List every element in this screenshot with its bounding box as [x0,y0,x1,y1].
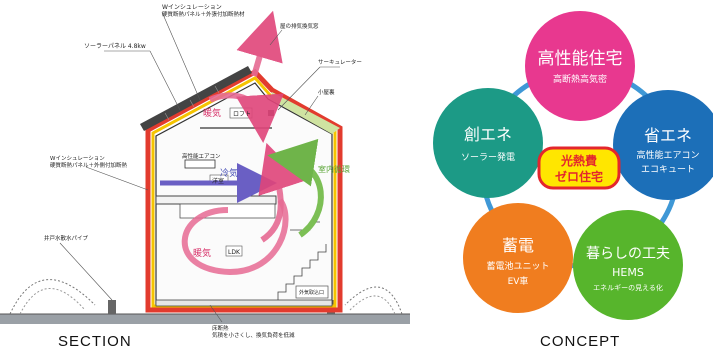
node-bottom-right-title: 暮らしの工夫 [586,246,670,262]
ground-floor-slab [155,299,333,307]
outdoor-intake-box [295,285,329,299]
air-conditioner-icon [184,159,216,169]
solar-panel-label: ソーラーパネル 4.8kw [84,43,146,50]
attic-roof [270,92,340,134]
node-top-circle [525,11,635,121]
node-bottom-right-sub1: HEMS [612,266,644,279]
section-annotations: Wインシュレーション 硬質断熱パネル＋外張付加断熱材 ソーラーパネル 4.8kw… [44,4,362,339]
node-left-title: 創エネ [464,125,512,144]
room-2f-label: 洋室 [212,177,224,185]
roof-exhaust-arrow [236,10,283,77]
node-bottom-left-circle [463,203,573,313]
node-bottom-right-sub2: エネルギーの見える化 [593,283,663,292]
sprinkler-left-icon [9,279,116,315]
ground [0,314,410,324]
insulation-wall-label: Wインシュレーション [50,156,105,162]
concept-title: CONCEPT [540,333,621,350]
node-right-sub1: 高性能エアコン [636,149,699,161]
node-bottom-left-sub1: 蓄電池ユニット [486,260,549,272]
node-top-title: 高性能住宅 [538,49,623,69]
node-right-sub2: エコキュート [641,165,695,175]
insulation-wall-sublabel: 硬質断熱パネル＋外側付加断熱 [50,161,128,169]
high-perf-ac-label: 高性能エアコン [182,152,221,160]
circulator-label: サーキュレーター [318,58,362,66]
loft-label: ロフト [233,111,251,118]
node-left-sub1: ソーラー発電 [461,151,515,163]
center-line2: ゼロ住宅 [555,169,603,184]
leader-lines [59,11,340,323]
node-bottom-left-sub2: EV車 [508,275,529,287]
concept-diagram [433,11,713,320]
insulation-top-label: Wインシュレーション [162,4,222,11]
outdoor-intake-label: 外気取込口 [299,289,324,296]
roof-exhaust-label: 屋の排気換気窓 [280,22,319,30]
center-badge [537,146,621,190]
floor-note-sublabel: 気積を小さくし、換気負荷を低減 [212,331,295,339]
node-bottom-right-circle [573,210,683,320]
cool-air-label: 冷気 [220,167,238,179]
insulation-top-sublabel: 硬質断熱パネル＋外張付加断熱材 [162,10,245,18]
node-left-circle [433,88,543,198]
warm-air-bottom-arrow [181,198,289,276]
ldk-label-box [225,245,243,257]
solar-panel [140,66,252,131]
node-right-circle [613,90,713,200]
node-right-title: 省エネ [644,126,692,145]
node-top-sub1: 高断熱高気密 [553,73,607,85]
concept-texts: 高性能住宅 高断熱高気密 省エネ 高性能エアコン エコキュート 暮らしの工夫 H… [461,49,700,292]
outer-insulation [145,68,343,313]
attic-label: 小屋裏 [318,88,335,96]
circulator-icon [268,110,274,116]
indoor-circulation-label: 室内循環 [318,164,350,174]
second-floor-slab [155,195,277,205]
node-bottom-left-title: 蓄電 [502,236,534,255]
house-section [0,10,410,324]
indoor-circulation-arrow [267,138,324,238]
warm-air-top-arrow [208,92,284,143]
warm-air-bottom-label: 暖気 [193,247,211,259]
section-title: SECTION [58,333,132,350]
floor-note-label: 床断熱 [212,324,229,332]
well-pipe-label: 井戸水散水パイプ [44,234,89,242]
ldk-label: LDK [228,249,241,256]
warm-air-top-label: 暖気 [203,107,221,119]
center-line1: 光熱費 [560,153,597,168]
